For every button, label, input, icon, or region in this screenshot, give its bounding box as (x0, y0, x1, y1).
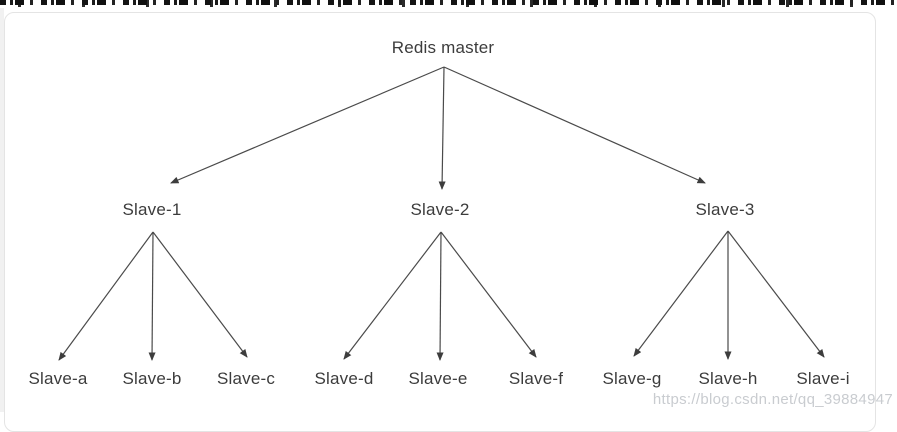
edge-master-slave3 (443, 66, 706, 184)
node-slave-f: Slave-f (508, 369, 564, 388)
node-slave-b: Slave-b (122, 369, 182, 388)
node-slave-g: Slave-g (602, 369, 662, 388)
edge-master-slave2 (438, 66, 446, 190)
node-slave-2: Slave-2 (410, 200, 470, 219)
node-slave-e: Slave-e (408, 369, 468, 388)
node-slave-i: Slave-i (796, 369, 850, 388)
node-slave-3: Slave-3 (695, 200, 755, 219)
node-slave-d: Slave-d (314, 369, 374, 388)
edge-slave2-slavee (436, 231, 444, 361)
edge-slave1-slavea (58, 231, 154, 361)
node-slave-a: Slave-a (28, 369, 88, 388)
edge-master-slave1 (170, 66, 445, 184)
edge-slave1-slavec (152, 231, 248, 358)
csdn-watermark: https://blog.csdn.net/qq_39884947 (652, 391, 893, 408)
node-slave-c: Slave-c (216, 369, 276, 388)
clipped-text-strip (0, 0, 897, 8)
node-slave-h: Slave-h (698, 369, 758, 388)
node-slave-1: Slave-1 (122, 200, 182, 219)
edge-slave3-slaveg (633, 230, 729, 357)
edge-slave3-slavei (727, 230, 825, 358)
node-redis-master: Redis master (391, 38, 495, 57)
edge-slave2-slavef (440, 231, 537, 358)
page-left-gutter (0, 8, 4, 412)
diagram-card (4, 12, 876, 432)
edge-slave2-slaved (343, 231, 442, 360)
edge-slave1-slaveb (148, 231, 156, 361)
